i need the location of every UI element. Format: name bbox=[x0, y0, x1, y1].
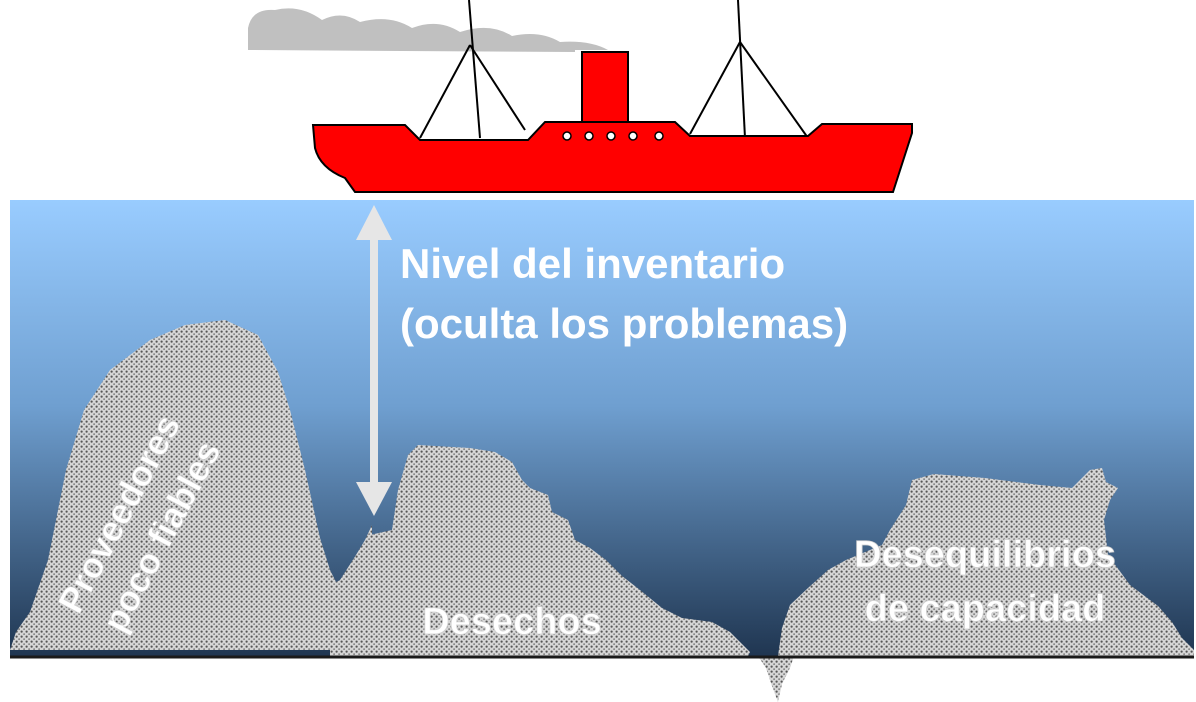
rock-proveedores bbox=[10, 320, 372, 650]
inventory-label-line2: (oculta los problemas) bbox=[400, 300, 848, 347]
ship-funnel bbox=[581, 51, 629, 128]
rock-capacidad bbox=[778, 468, 1194, 656]
rock-middle-label: Desechos bbox=[422, 601, 602, 643]
inventory-level-arrow bbox=[356, 205, 392, 516]
rock-desechos bbox=[330, 445, 750, 656]
rock-right-label-line2: de capacidad bbox=[865, 588, 1106, 630]
portholes bbox=[562, 131, 664, 141]
ship-hull bbox=[311, 121, 913, 193]
inventory-label-line1: Nivel del inventario bbox=[400, 240, 785, 287]
smoke-cloud bbox=[248, 8, 608, 52]
ship-rigging bbox=[419, 0, 809, 139]
rock-right-label-line1: Desequilibrios bbox=[854, 534, 1116, 576]
rock-underwater-tip bbox=[758, 656, 794, 702]
